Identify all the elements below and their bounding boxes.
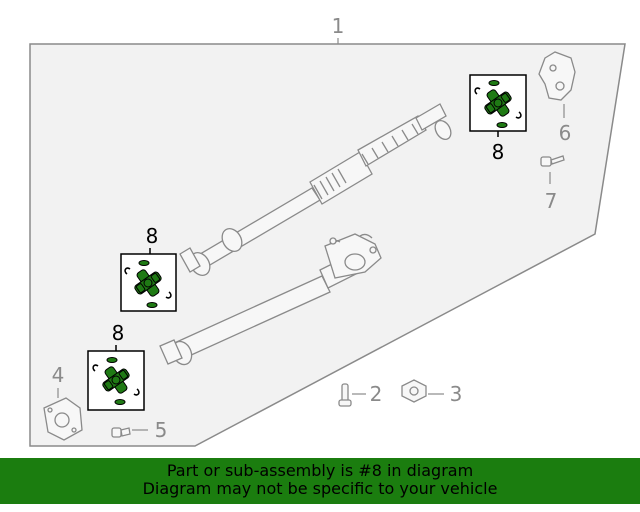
callout-8-middle: 8 bbox=[146, 224, 159, 248]
banner-line-2: Diagram may not be specific to your vehi… bbox=[142, 479, 498, 498]
callout-7: 7 bbox=[545, 189, 558, 213]
callout-6: 6 bbox=[559, 121, 572, 145]
callout-5: 5 bbox=[155, 418, 168, 442]
upper-driveshaft bbox=[179, 103, 452, 276]
callout-1: 1 bbox=[332, 14, 345, 38]
callout-2: 2 bbox=[370, 382, 383, 406]
callout-8-bottom: 8 bbox=[112, 321, 125, 345]
lower-driveshaft bbox=[159, 233, 382, 366]
callout-4: 4 bbox=[52, 363, 65, 387]
bolt-part-7 bbox=[540, 155, 565, 167]
ujoint-8-bottom[interactable] bbox=[87, 345, 145, 411]
exploded-view-drawing: 1 bbox=[29, 14, 626, 447]
info-banner: Part or sub-assembly is #8 in diagram Di… bbox=[0, 458, 640, 504]
banner-line-1: Part or sub-assembly is #8 in diagram bbox=[166, 461, 474, 480]
callout-3: 3 bbox=[450, 382, 463, 406]
bracket-part bbox=[538, 51, 576, 101]
callout-8-top: 8 bbox=[492, 140, 505, 164]
ujoint-8-top[interactable] bbox=[469, 74, 527, 137]
stud-part bbox=[111, 427, 131, 438]
nut-part bbox=[401, 379, 427, 403]
flange-part bbox=[43, 397, 83, 441]
ujoint-8-middle[interactable] bbox=[120, 248, 177, 312]
bolt-part-2 bbox=[338, 383, 352, 407]
